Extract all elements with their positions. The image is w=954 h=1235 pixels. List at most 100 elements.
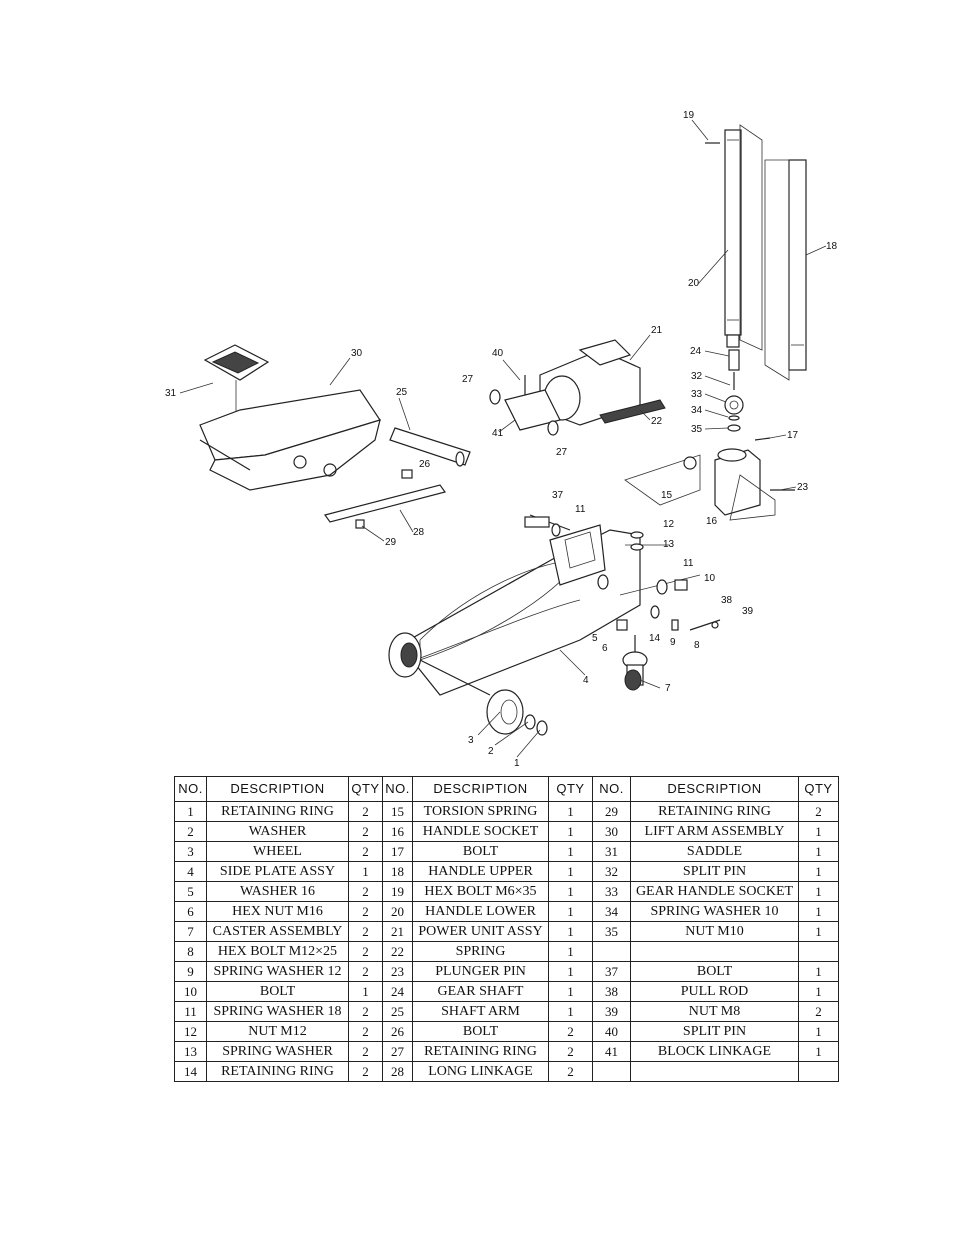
part-qty: 1 bbox=[798, 901, 839, 922]
parts-table-header-row: NO. DESCRIPTION QTY NO. DESCRIPTION QTY … bbox=[174, 776, 839, 802]
part-no: 15 bbox=[382, 801, 413, 822]
header-description: DESCRIPTION bbox=[206, 776, 349, 802]
part-no: 3 bbox=[174, 841, 207, 862]
part-no: 1 bbox=[174, 801, 207, 822]
callout-27a: 27 bbox=[462, 374, 474, 385]
wheel-drawing bbox=[388, 632, 548, 736]
part-no: 17 bbox=[382, 841, 413, 862]
part-no: 2 bbox=[174, 821, 207, 842]
part-qty: 1 bbox=[548, 801, 593, 822]
part-qty bbox=[798, 1061, 839, 1082]
bolt-drawing bbox=[401, 469, 413, 479]
part-description: PLUNGER PIN bbox=[412, 961, 549, 982]
part-no: 16 bbox=[382, 821, 413, 842]
part-no: 12 bbox=[174, 1021, 207, 1042]
part-description: NUT M10 bbox=[630, 921, 799, 942]
part-qty: 2 bbox=[348, 941, 383, 962]
part-qty: 2 bbox=[348, 921, 383, 942]
part-description: HANDLE LOWER bbox=[412, 901, 549, 922]
part-qty: 1 bbox=[548, 841, 593, 862]
part-no: 14 bbox=[174, 1061, 207, 1082]
part-qty: 1 bbox=[798, 981, 839, 1002]
callout-38: 38 bbox=[721, 595, 733, 606]
part-description: BOLT bbox=[206, 981, 349, 1002]
part-no: 38 bbox=[592, 981, 631, 1002]
handle-upper-drawing bbox=[764, 159, 807, 381]
part-description: SPRING WASHER 12 bbox=[206, 961, 349, 982]
power-unit-drawing bbox=[489, 339, 666, 436]
callout-19: 19 bbox=[683, 110, 695, 121]
part-qty: 1 bbox=[548, 901, 593, 922]
part-description: RETAINING RING bbox=[630, 801, 799, 822]
part-no: 41 bbox=[592, 1041, 631, 1062]
part-description: HEX BOLT M12×25 bbox=[206, 941, 349, 962]
callout-21: 21 bbox=[651, 325, 663, 336]
part-description: TORSION SPRING bbox=[412, 801, 549, 822]
callout-35: 35 bbox=[691, 424, 703, 435]
part-no: 11 bbox=[174, 1001, 207, 1022]
part-description: GEAR HANDLE SOCKET bbox=[630, 881, 799, 902]
part-qty: 2 bbox=[348, 801, 383, 822]
part-description: CASTER ASSEMBLY bbox=[206, 921, 349, 942]
part-description: GEAR SHAFT bbox=[412, 981, 549, 1002]
part-qty: 1 bbox=[548, 821, 593, 842]
part-description bbox=[630, 1061, 799, 1082]
callout-26: 26 bbox=[419, 459, 431, 470]
part-no: 39 bbox=[592, 1001, 631, 1022]
part-no: 21 bbox=[382, 921, 413, 942]
part-qty: 2 bbox=[548, 1021, 593, 1042]
side-plate-drawing bbox=[399, 514, 701, 696]
part-no: 33 bbox=[592, 881, 631, 902]
header-qty: QTY bbox=[548, 776, 593, 802]
part-qty: 2 bbox=[348, 1001, 383, 1022]
part-no: 23 bbox=[382, 961, 413, 982]
part-description: SPRING WASHER 10 bbox=[630, 901, 799, 922]
callout-18: 18 bbox=[826, 241, 838, 252]
part-qty: 2 bbox=[348, 1021, 383, 1042]
part-qty: 1 bbox=[798, 1041, 839, 1062]
part-qty: 1 bbox=[798, 881, 839, 902]
part-no: 26 bbox=[382, 1021, 413, 1042]
part-qty: 1 bbox=[548, 861, 593, 882]
callout-6: 6 bbox=[602, 643, 608, 654]
part-description: SHAFT ARM bbox=[412, 1001, 549, 1022]
header-description: DESCRIPTION bbox=[412, 776, 549, 802]
part-description: SPLIT PIN bbox=[630, 1021, 799, 1042]
part-description: WASHER 16 bbox=[206, 881, 349, 902]
callout-4: 4 bbox=[583, 675, 589, 686]
callout-labels: 1 2 3 4 5 6 7 8 9 10 11 11 12 13 14 15 1… bbox=[165, 110, 838, 769]
callout-8: 8 bbox=[694, 640, 700, 651]
part-description: PULL ROD bbox=[630, 981, 799, 1002]
header-description: DESCRIPTION bbox=[630, 776, 799, 802]
part-description: SPRING WASHER bbox=[206, 1041, 349, 1062]
caster-drawing bbox=[622, 635, 648, 691]
part-qty: 2 bbox=[348, 901, 383, 922]
callout-23: 23 bbox=[797, 482, 809, 493]
callout-5: 5 bbox=[592, 633, 598, 644]
part-no: 30 bbox=[592, 821, 631, 842]
part-qty: 1 bbox=[798, 1021, 839, 1042]
part-no: 7 bbox=[174, 921, 207, 942]
part-qty: 1 bbox=[798, 821, 839, 842]
callout-22: 22 bbox=[651, 416, 663, 427]
part-qty: 1 bbox=[548, 1001, 593, 1022]
part-qty: 2 bbox=[548, 1061, 593, 1082]
callout-27b: 27 bbox=[556, 447, 568, 458]
callout-14: 14 bbox=[649, 633, 661, 644]
part-no: 19 bbox=[382, 881, 413, 902]
part-qty: 2 bbox=[348, 821, 383, 842]
part-description: NUT M12 bbox=[206, 1021, 349, 1042]
part-qty: 2 bbox=[348, 1061, 383, 1082]
part-qty: 1 bbox=[348, 981, 383, 1002]
part-no: 40 bbox=[592, 1021, 631, 1042]
part-description: HANDLE SOCKET bbox=[412, 821, 549, 842]
part-qty: 2 bbox=[348, 961, 383, 982]
part-no: 28 bbox=[382, 1061, 413, 1082]
part-qty: 1 bbox=[548, 921, 593, 942]
part-no: 9 bbox=[174, 961, 207, 982]
